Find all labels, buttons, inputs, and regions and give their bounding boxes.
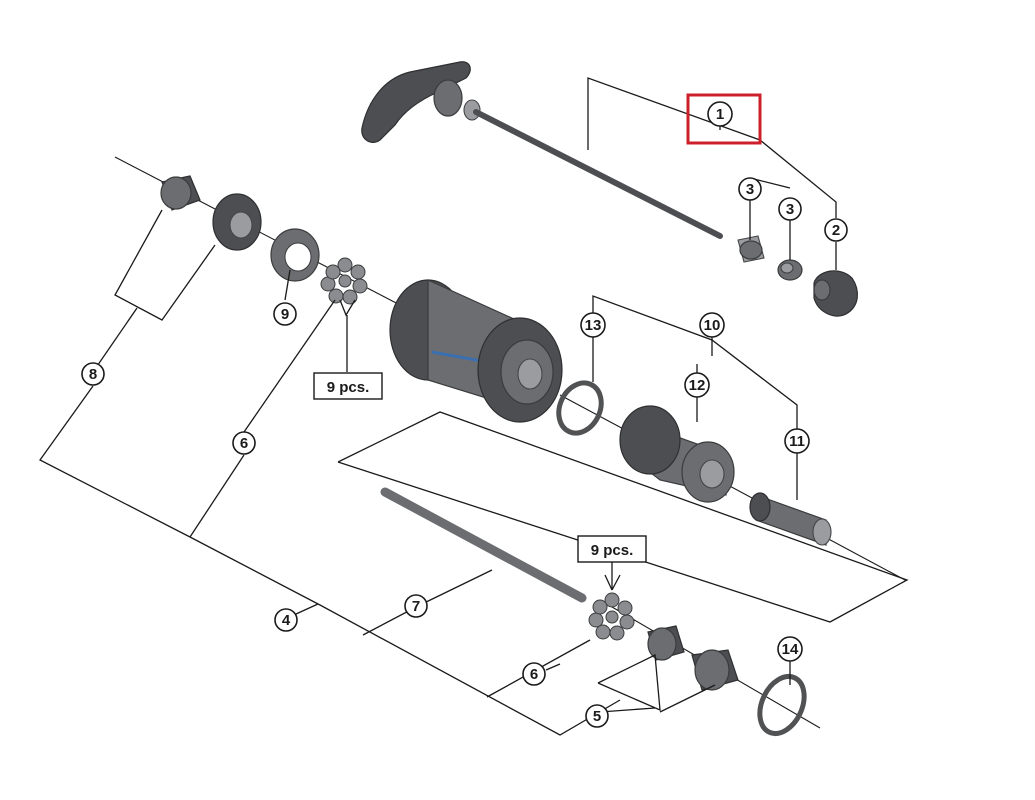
callout-1-highlight-box [686, 93, 762, 145]
quick-release-skewer [361, 61, 723, 239]
skewer-spring-3b [777, 259, 803, 281]
o-ring-14 [757, 674, 807, 736]
skewer-nut-2 [813, 270, 858, 317]
leader-lines [39, 77, 909, 736]
svg-text:13: 13 [585, 317, 602, 334]
svg-text:9: 9 [281, 306, 289, 323]
svg-text:8: 8 [89, 366, 97, 383]
lower-ball-bearings [588, 592, 635, 641]
callout-4[interactable]: 4 [274, 608, 298, 632]
callout-3b[interactable]: 3 [778, 197, 802, 221]
callout-3a[interactable]: 3 [738, 177, 762, 201]
svg-text:1: 1 [716, 106, 724, 123]
svg-text:7: 7 [412, 598, 420, 615]
hub-body [389, 279, 563, 423]
callout-8[interactable]: 8 [81, 362, 105, 386]
skewer-spring-3a [737, 235, 765, 263]
left-lock-nut [160, 175, 201, 211]
right-lock-nut [691, 649, 739, 691]
o-ring-13 [556, 380, 604, 436]
svg-text:14: 14 [782, 641, 799, 658]
callout-6a[interactable]: 6 [232, 431, 256, 455]
svg-text:10: 10 [704, 317, 721, 334]
svg-text:3: 3 [786, 201, 794, 218]
svg-text:6: 6 [530, 666, 538, 683]
upper-ball-bearings [320, 257, 368, 305]
svg-text:12: 12 [689, 377, 706, 394]
callout-5[interactable]: 5 [585, 704, 609, 728]
left-dust-seal-9 [270, 228, 320, 282]
callout-13[interactable]: 13 [580, 312, 606, 338]
callout-6b[interactable]: 6 [522, 662, 546, 686]
svg-text:3: 3 [746, 181, 754, 198]
svg-text:2: 2 [832, 222, 840, 239]
svg-text:9 pcs.: 9 pcs. [327, 379, 370, 396]
svg-text:6: 6 [240, 435, 248, 452]
callout-1[interactable]: 1 [707, 101, 733, 127]
freehub-body-12 [619, 405, 735, 503]
left-cone [212, 193, 262, 251]
callout-9[interactable]: 9 [273, 302, 297, 326]
freehub-fixing-bolt-11 [749, 492, 832, 546]
svg-text:9 pcs.: 9 pcs. [591, 542, 634, 559]
callout-7[interactable]: 7 [404, 594, 428, 618]
qty-box-upper: 9 pcs. [313, 372, 383, 400]
callout-12[interactable]: 12 [684, 372, 710, 398]
callout-11[interactable]: 11 [784, 428, 810, 454]
svg-text:11: 11 [789, 433, 805, 450]
callout-10[interactable]: 10 [699, 312, 725, 338]
qty-box-lower: 9 pcs. [577, 535, 647, 563]
hub-axle-7 [380, 487, 587, 603]
callout-14[interactable]: 14 [777, 636, 803, 662]
right-cone [647, 625, 685, 661]
svg-text:4: 4 [282, 612, 291, 629]
svg-text:5: 5 [593, 708, 601, 725]
callout-2[interactable]: 2 [824, 218, 848, 242]
